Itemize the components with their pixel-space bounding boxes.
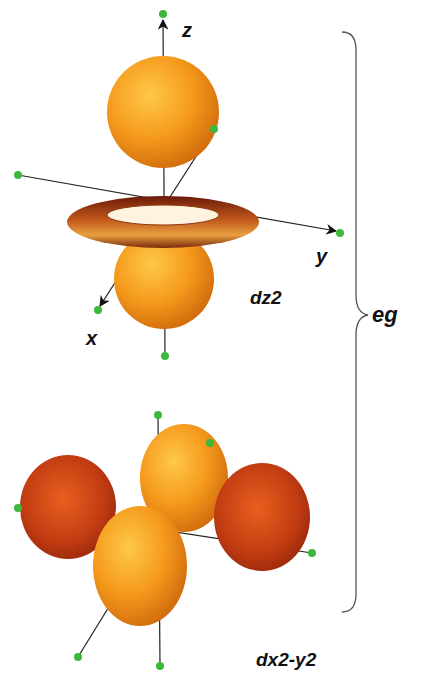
upper-lobe bbox=[107, 56, 219, 168]
axis-label: y bbox=[316, 246, 327, 266]
brace bbox=[342, 32, 368, 612]
ligand-dots bbox=[14, 10, 344, 360]
set-label: eg bbox=[372, 304, 398, 326]
torus-hole bbox=[107, 205, 219, 225]
axis-label: z bbox=[182, 20, 192, 40]
front-lobe bbox=[93, 506, 187, 626]
torus bbox=[67, 196, 259, 248]
axis-label: x bbox=[86, 328, 97, 348]
orbital-label: dx2-y2 bbox=[256, 650, 316, 669]
ligand-dots bbox=[14, 411, 316, 670]
orbital-label: dz2 bbox=[250, 288, 282, 307]
right-lobe bbox=[214, 463, 310, 571]
